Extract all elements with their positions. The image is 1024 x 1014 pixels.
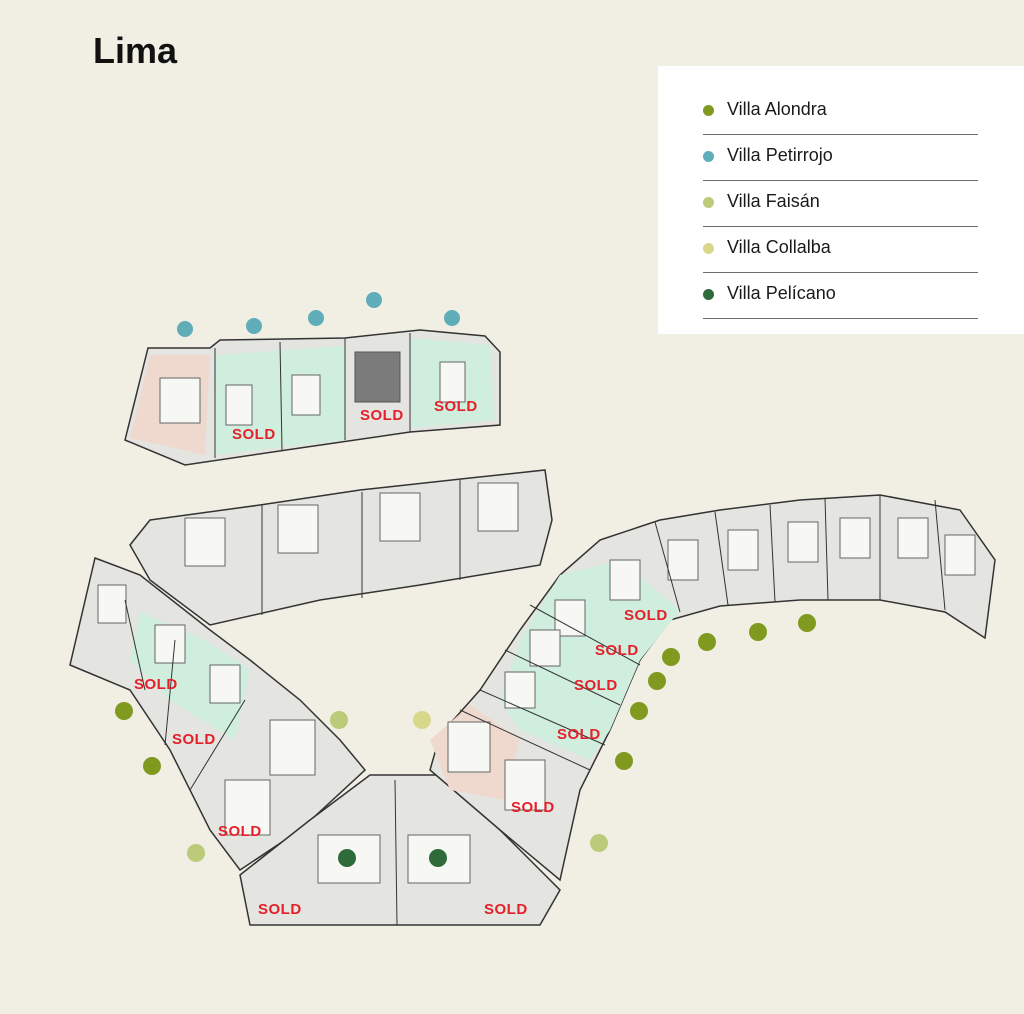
plot-block-middle <box>129 469 553 626</box>
legend-item-faisan: Villa Faisán <box>703 180 978 227</box>
sold-label: SOLD <box>484 901 528 918</box>
marker-alondra <box>615 752 633 770</box>
marker-pelicano <box>429 849 447 867</box>
legend-label: Villa Collalba <box>727 237 831 257</box>
garden-right <box>500 560 680 760</box>
sold-label: SOLD <box>232 426 276 443</box>
sold-label: SOLD <box>511 799 555 816</box>
marker-petirrojo <box>177 321 193 337</box>
legend-dot-icon <box>703 289 714 300</box>
legend-dot-icon <box>703 105 714 116</box>
sold-label: SOLD <box>624 607 668 624</box>
legend-label: Villa Alondra <box>727 99 827 119</box>
marker-alondra <box>630 702 648 720</box>
marker-petirrojo <box>366 292 382 308</box>
sold-label: SOLD <box>134 676 178 693</box>
sold-label: SOLD <box>258 901 302 918</box>
legend-item-petirrojo: Villa Petirrojo <box>703 134 978 181</box>
page-title: Lima <box>93 30 178 71</box>
marker-alondra <box>662 648 680 666</box>
marker-alondra <box>143 757 161 775</box>
sold-label: SOLD <box>595 642 639 659</box>
legend-dot-icon <box>703 197 714 208</box>
marker-alondra <box>648 672 666 690</box>
legend-item-alondra: Villa Alondra <box>703 88 978 135</box>
legend-item-collalba: Villa Collalba <box>703 226 978 273</box>
legend-dot-icon <box>703 151 714 162</box>
marker-petirrojo <box>308 310 324 326</box>
sold-label: SOLD <box>218 823 262 840</box>
legend-label: Villa Faisán <box>727 191 820 211</box>
sold-label: SOLD <box>434 398 478 415</box>
sold-label: SOLD <box>557 726 601 743</box>
legend-label: Villa Petirrojo <box>727 145 833 165</box>
legend-label: Villa Pelícano <box>727 283 836 303</box>
garden-top <box>215 346 345 455</box>
marker-faisan <box>330 711 348 729</box>
legend-dot-icon <box>703 243 714 254</box>
sold-label: SOLD <box>172 731 216 748</box>
marker-petirrojo <box>444 310 460 326</box>
marker-pelicano <box>338 849 356 867</box>
marker-alondra <box>798 614 816 632</box>
sold-label: SOLD <box>574 677 618 694</box>
marker-alondra <box>115 702 133 720</box>
marker-petirrojo <box>246 318 262 334</box>
marker-alondra <box>749 623 767 641</box>
marker-faisan <box>590 834 608 852</box>
villa-markers <box>115 292 816 867</box>
legend-item-pelicano: Villa Pelícano <box>703 272 978 319</box>
legend: Villa Alondra Villa Petirrojo Villa Fais… <box>658 66 1024 334</box>
marker-collalba <box>413 711 431 729</box>
sold-label: SOLD <box>360 407 404 424</box>
marker-faisan <box>187 844 205 862</box>
marker-alondra <box>698 633 716 651</box>
